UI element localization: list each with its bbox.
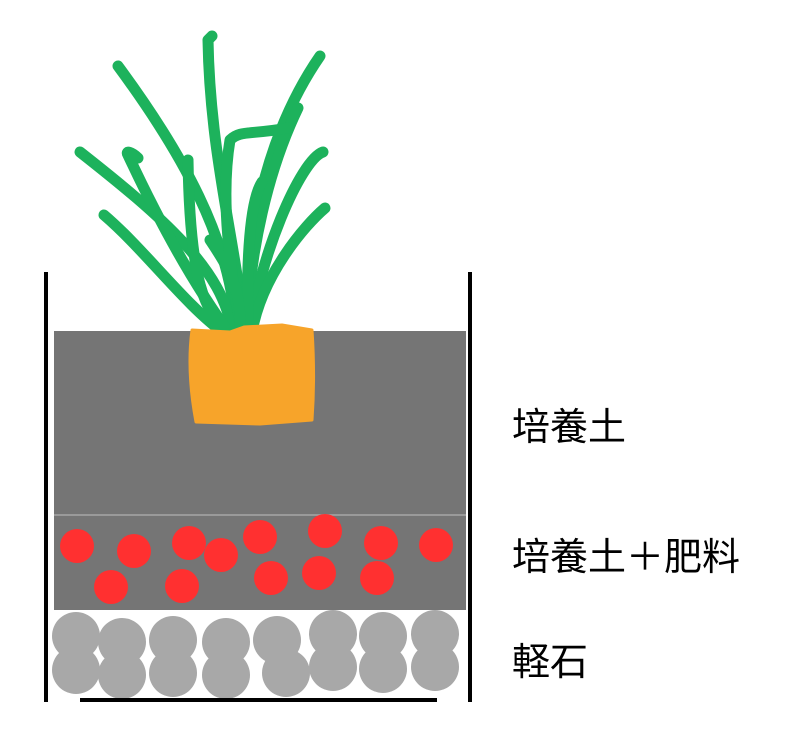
pumice-stone-icon <box>262 649 310 697</box>
fertilizer-granule-icon <box>308 514 342 548</box>
pot-outline <box>44 272 472 702</box>
pumice-stone-icon <box>359 612 407 660</box>
pumice-stone-icon <box>309 610 357 658</box>
pumice-label: 軽石 <box>512 640 588 684</box>
potting-soil-label: 培養土 <box>512 405 626 449</box>
pumice-stones <box>52 610 459 699</box>
pumice-stone-icon <box>149 616 197 664</box>
pumice-stone-icon <box>98 618 146 666</box>
fertilizer-granules <box>60 514 453 604</box>
fertilizer-granule-icon <box>243 520 277 554</box>
pumice-stone-icon <box>149 649 197 697</box>
pumice-stone-icon <box>411 643 459 691</box>
pumice-stone-icon <box>359 645 407 693</box>
fertilizer-granule-icon <box>172 526 206 560</box>
fertilizer-granule-icon <box>204 538 238 572</box>
pumice-stone-icon <box>202 618 250 666</box>
carrot-leaves <box>74 30 331 340</box>
carrot-root <box>188 323 315 426</box>
pumice-stone-icon <box>52 612 100 660</box>
fertilizer-granule-icon <box>254 561 288 595</box>
fertilizer-granule-icon <box>60 529 94 563</box>
fertilizer-granule-icon <box>364 526 398 560</box>
carrot-plant-icon <box>74 30 331 426</box>
pumice-stone-icon <box>309 643 357 691</box>
fertilizer-granule-icon <box>302 556 336 590</box>
fertilizer-granule-icon <box>94 570 128 604</box>
fertilizer-granule-icon <box>117 534 151 568</box>
fertilizer-granule-icon <box>165 569 199 603</box>
soil-fertilizer-label: 培養土＋肥料 <box>512 535 740 579</box>
pumice-stone-icon <box>202 651 250 699</box>
pumice-stone-icon <box>98 651 146 699</box>
pumice-stone-icon <box>52 646 100 694</box>
pumice-stone-icon <box>411 610 459 658</box>
fertilizer-granule-icon <box>419 528 453 562</box>
fertilizer-granule-icon <box>360 561 394 595</box>
